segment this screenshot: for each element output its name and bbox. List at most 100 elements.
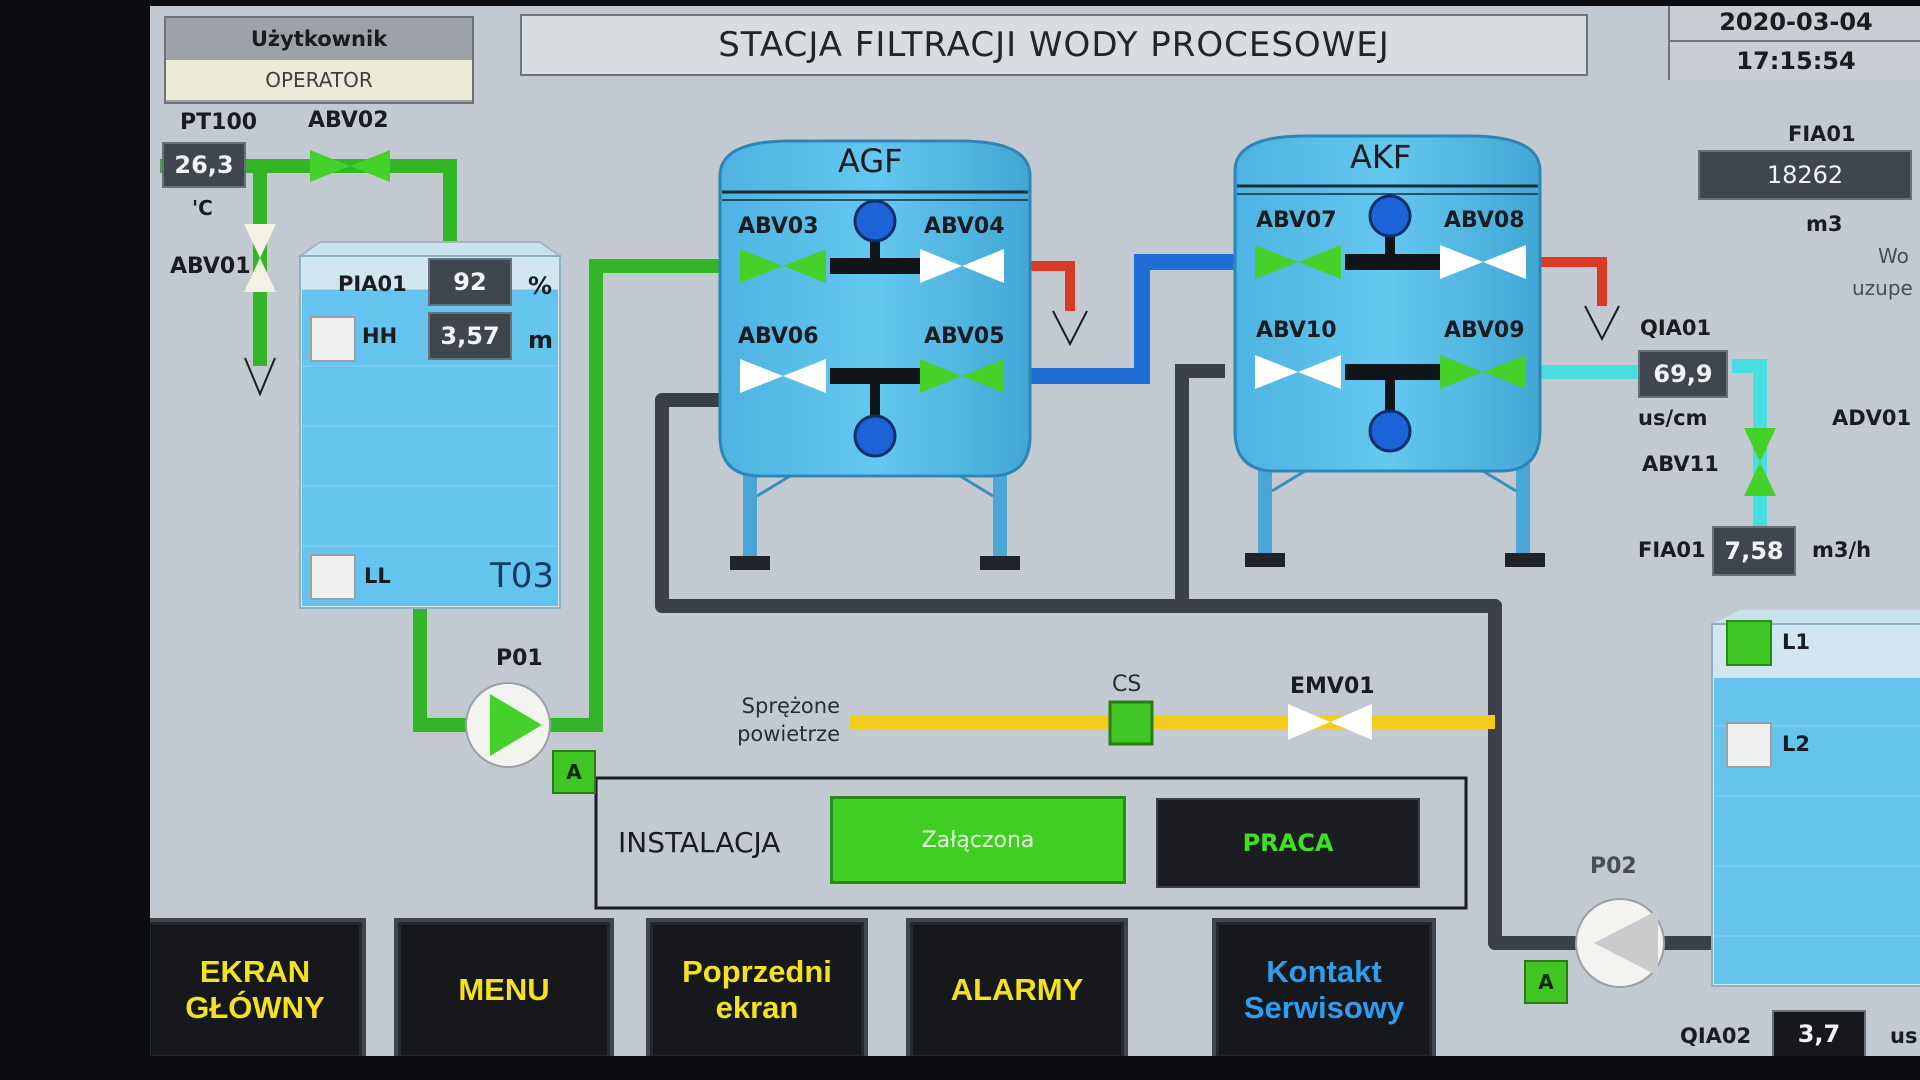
l1-indicator: [1726, 620, 1772, 666]
l1-label: L1: [1782, 630, 1810, 654]
cut-text-2: uzupe: [1852, 276, 1913, 300]
ll-label: LL: [364, 564, 391, 588]
air-label: Sprężone powietrze: [720, 692, 840, 748]
pump-p02[interactable]: [1575, 898, 1665, 988]
time-display: 17:15:54: [1736, 47, 1856, 75]
main-screen-button[interactable]: EKRAN GŁÓWNY: [150, 918, 366, 1056]
previous-screen-button[interactable]: Poprzedni ekran: [646, 918, 868, 1056]
temperature-unit: 'C: [192, 196, 213, 220]
level-percent-value: 92: [428, 258, 512, 306]
valve-abv05[interactable]: [920, 359, 1004, 393]
pump-p01[interactable]: [465, 682, 551, 768]
user-title: Użytkownik: [250, 27, 388, 51]
date-display: 2020-03-04: [1670, 6, 1920, 42]
fia01-total-unit: m3: [1806, 212, 1843, 236]
level-percent-unit: %: [528, 272, 553, 300]
valve-abv04[interactable]: [920, 249, 1004, 283]
vessel-akf: [1233, 134, 1545, 567]
tank-name: T03: [490, 556, 555, 596]
abv02-label: ABV02: [308, 108, 389, 133]
p01-auto-indicator: A: [552, 750, 596, 794]
abv11-label: ABV11: [1642, 452, 1719, 476]
install-frame: [594, 776, 1468, 910]
cyan-pipe-down: [1732, 359, 1767, 566]
cut-text-1: Wo: [1878, 244, 1909, 268]
p01-label: P01: [496, 646, 543, 671]
fia01-total-value: 18262: [1698, 150, 1912, 200]
service-contact-button[interactable]: Kontakt Serwisowy: [1212, 918, 1436, 1056]
qia02-unit: us: [1890, 1024, 1918, 1048]
green-pipe-to-agf: [540, 259, 730, 732]
akf-bottom-nozzle: [1368, 409, 1412, 453]
p02-label: P02: [1590, 854, 1637, 879]
abv01-label: ABV01: [170, 254, 251, 279]
datetime-box: 2020-03-04 17:15:54: [1668, 6, 1920, 80]
qia02-label: QIA02: [1680, 1024, 1752, 1048]
valve-emv01[interactable]: [1288, 704, 1372, 740]
process-diagram: [160, 134, 1920, 988]
valve-abv03[interactable]: [740, 249, 826, 283]
flow-value: 7,58: [1712, 526, 1796, 576]
abv06-label: ABV06: [738, 324, 819, 349]
page-title: STACJA FILTRACJI WODY PROCESOWEJ: [718, 25, 1390, 65]
abv09-label: ABV09: [1444, 318, 1525, 343]
abv03-label: ABV03: [738, 214, 819, 239]
cs-label: CS: [1112, 672, 1142, 697]
agf-name: AGF: [838, 142, 903, 180]
ll-indicator: [310, 554, 356, 600]
l2-label: L2: [1782, 732, 1810, 756]
valve-abv11[interactable]: [1744, 428, 1776, 496]
level-m-value: 3,57: [428, 312, 512, 360]
air-label-line2: powietrze: [737, 722, 840, 746]
hmi-screen: Użytkownik OPERATOR STACJA FILTRACJI WOD…: [150, 6, 1920, 1056]
title-box: STACJA FILTRACJI WODY PROCESOWEJ: [520, 14, 1588, 76]
drain-pipe-akf: [1175, 364, 1225, 606]
hh-label: HH: [362, 324, 398, 348]
vessel-agf: [718, 139, 1032, 570]
abv04-label: ABV04: [924, 214, 1005, 239]
tank-right: [1711, 610, 1920, 987]
install-label: INSTALACJA: [618, 826, 781, 859]
temperature-value: 26,3: [162, 142, 246, 188]
valve-abv01[interactable]: [244, 224, 276, 292]
air-label-line1: Sprężone: [741, 694, 840, 718]
blue-pipe: [998, 254, 1250, 384]
cs-indicator: [1108, 700, 1154, 746]
abv05-label: ABV05: [924, 324, 1005, 349]
p02-auto-indicator: A: [1524, 960, 1568, 1004]
hh-indicator: [310, 316, 356, 362]
l2-indicator: [1726, 722, 1772, 768]
user-box: Użytkownik OPERATOR: [164, 16, 474, 104]
drain-pipe: [655, 393, 1650, 950]
agf-bottom-nozzle: [853, 414, 897, 458]
alarms-button[interactable]: ALARMY: [906, 918, 1128, 1056]
install-state-button[interactable]: Załączona: [830, 796, 1126, 884]
menu-button[interactable]: MENU: [394, 918, 614, 1056]
pt100-label: PT100: [180, 110, 258, 135]
level-m-unit: m: [528, 326, 554, 354]
qia02-value: 3,7: [1772, 1010, 1866, 1056]
valve-abv08[interactable]: [1440, 245, 1526, 279]
valve-abv02[interactable]: [310, 150, 390, 182]
akf-top-nozzle: [1368, 194, 1412, 238]
abv08-label: ABV08: [1444, 208, 1525, 233]
flow-unit: m3/h: [1812, 538, 1872, 562]
mode-button[interactable]: PRACA: [1156, 798, 1420, 888]
abv07-label: ABV07: [1256, 208, 1337, 233]
akf-name: AKF: [1350, 138, 1412, 176]
valve-abv06[interactable]: [740, 359, 826, 393]
abv10-label: ABV10: [1256, 318, 1337, 343]
user-role[interactable]: OPERATOR: [166, 60, 472, 100]
valve-abv09[interactable]: [1440, 355, 1526, 389]
green-pipe-pump: [413, 596, 475, 732]
agf-top-nozzle: [853, 199, 897, 243]
qia01-unit: us/cm: [1638, 406, 1708, 430]
pia01-label: PIA01: [338, 272, 407, 296]
qia01-label: QIA01: [1640, 316, 1712, 340]
valve-abv10[interactable]: [1255, 355, 1341, 389]
emv01-label: EMV01: [1290, 674, 1375, 699]
valve-abv07[interactable]: [1255, 245, 1341, 279]
fia01-total-label: FIA01: [1788, 122, 1856, 146]
qia01-value: 69,9: [1638, 350, 1728, 398]
flow-label: FIA01: [1638, 538, 1706, 562]
